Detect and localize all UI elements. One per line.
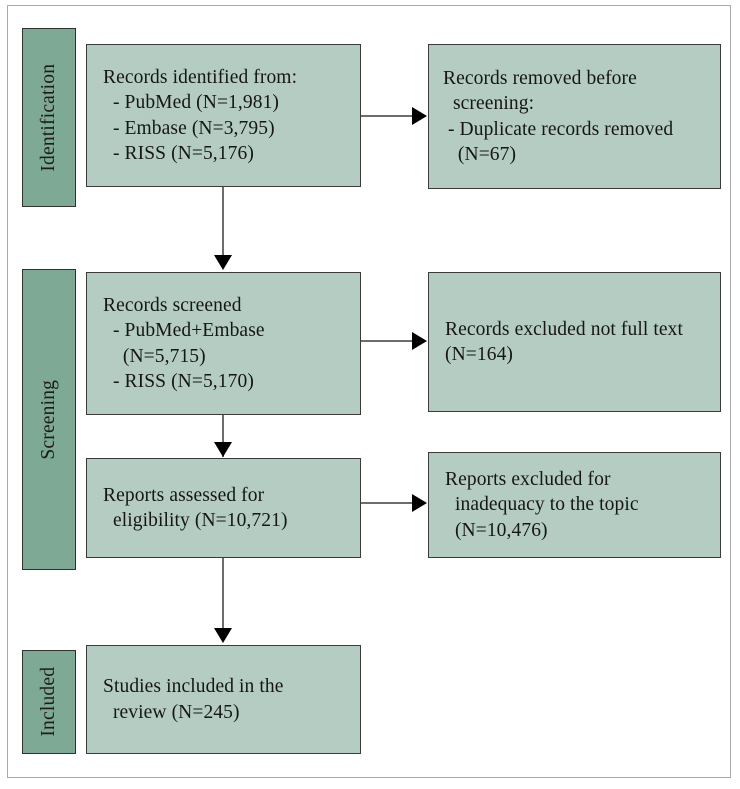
arrowhead-identified-to-removed: [412, 107, 427, 125]
stage-tab-identification-label: Identification: [38, 63, 60, 172]
node-records-removed-text: Records removed before screening: - Dupl…: [443, 67, 674, 165]
connector-identified-to-removed: [361, 115, 414, 117]
node-records-identified-text: Records identified from: - PubMed (N=1,9…: [103, 66, 298, 164]
arrowhead-identified-to-screened: [214, 255, 232, 270]
connector-screened-to-excluded: [361, 340, 414, 342]
node-records-identified: Records identified from: - PubMed (N=1,9…: [86, 44, 361, 187]
connector-screened-to-assessed: [222, 415, 224, 457]
node-studies-included: Studies included in the review (N=245): [86, 645, 361, 754]
node-records-screened: Records screened - PubMed+Embase (N=5,71…: [86, 272, 361, 415]
stage-tab-screening: Screening: [22, 269, 76, 570]
stage-tab-screening-label: Screening: [38, 379, 60, 460]
node-records-excluded-text: Records excluded not full text (N=164): [445, 318, 684, 365]
connector-identified-to-screened: [222, 187, 224, 259]
connector-assessed-to-reports-excluded: [361, 502, 414, 504]
arrowhead-screened-to-excluded: [412, 332, 427, 350]
node-reports-excluded: Reports excluded for inadequacy to the t…: [428, 452, 721, 558]
stage-tab-included-label: Included: [38, 667, 60, 737]
node-reports-excluded-text: Reports excluded for inadequacy to the t…: [445, 468, 639, 541]
node-records-excluded: Records excluded not full text (N=164): [428, 272, 721, 412]
arrowhead-screened-to-assessed: [214, 442, 232, 457]
stage-tab-identification: Identification: [22, 28, 76, 207]
node-reports-assessed-text: Reports assessed for eligibility (N=10,7…: [103, 484, 288, 531]
arrowhead-assessed-to-reports-excluded: [412, 494, 427, 512]
diagram-frame: [7, 5, 731, 778]
node-studies-included-text: Studies included in the review (N=245): [103, 676, 284, 723]
connector-assessed-to-included: [222, 558, 224, 632]
node-reports-assessed: Reports assessed for eligibility (N=10,7…: [86, 458, 361, 558]
node-records-screened-text: Records screened - PubMed+Embase (N=5,71…: [103, 294, 265, 392]
stage-tab-included: Included: [22, 650, 76, 754]
arrowhead-assessed-to-included: [214, 628, 232, 643]
node-records-removed: Records removed before screening: - Dupl…: [428, 44, 721, 189]
